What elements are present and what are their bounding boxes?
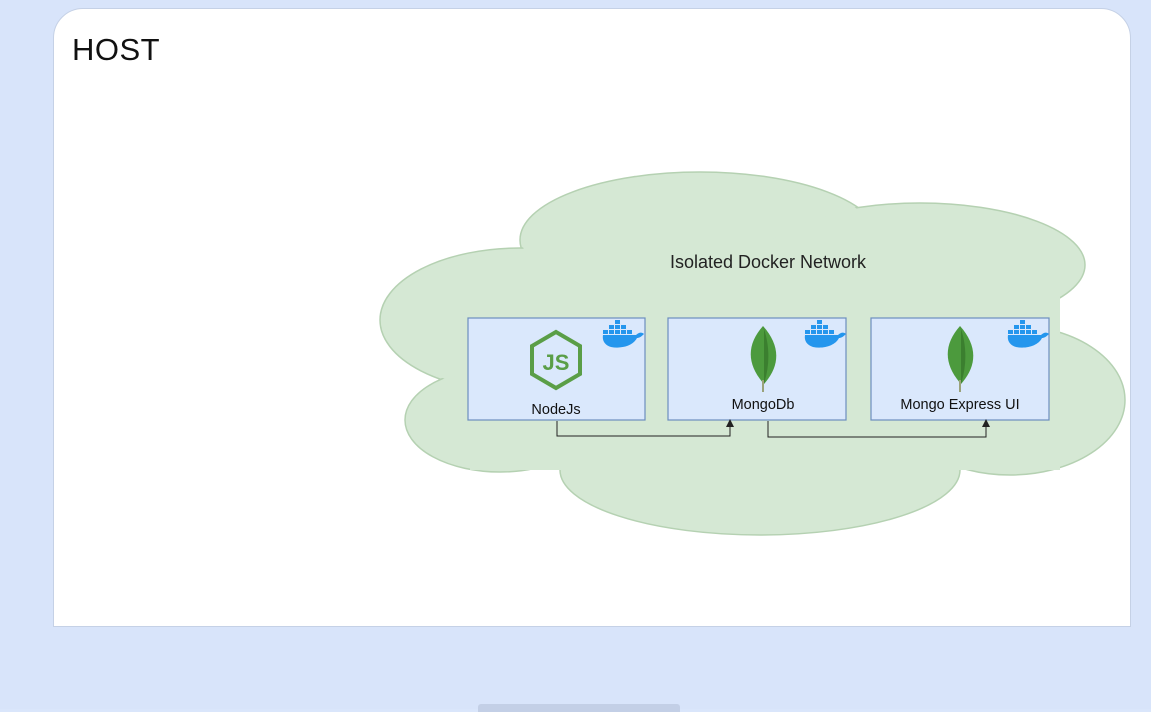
network-label: Isolated Docker Network — [670, 252, 867, 272]
docker-icon — [804, 320, 846, 348]
container-mongo-express[interactable]: Mongo Express UI — [870, 317, 1050, 421]
docker-icon — [1007, 320, 1049, 348]
docker-icon — [602, 320, 644, 348]
mongodb-leaf-icon — [750, 326, 777, 392]
mongodb-leaf-icon — [947, 326, 974, 392]
nodejs-icon: JS — [530, 329, 582, 391]
container-label: MongoDb — [732, 397, 795, 413]
connection-mongodb-to-mongo-express — [767, 419, 990, 438]
svg-text:JS: JS — [543, 350, 570, 375]
host-label: HOST — [72, 32, 161, 67]
container-mongodb[interactable]: MongoDb — [667, 317, 847, 421]
connection-nodejs-to-mongodb — [556, 419, 734, 437]
container-nodejs[interactable]: JS NodeJs — [467, 317, 646, 421]
laptop-base-notch — [478, 704, 680, 712]
container-label: Mongo Express UI — [900, 397, 1019, 413]
container-label: NodeJs — [531, 402, 580, 418]
